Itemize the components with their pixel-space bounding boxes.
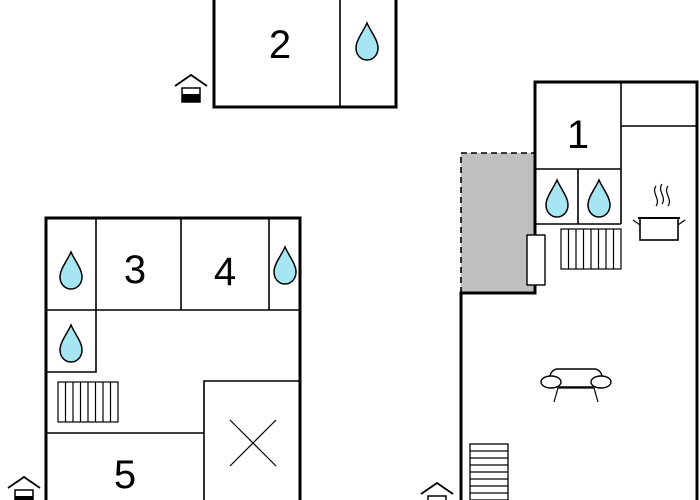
- building-top: 2: [174, 0, 398, 109]
- water-drop-icon: [59, 324, 83, 363]
- sofa-icon: [540, 368, 612, 403]
- room-5-label: 5: [114, 453, 136, 497]
- entrance-icon: [174, 74, 208, 103]
- room-4: 4: [214, 250, 236, 294]
- cooking-pot-icon: [632, 183, 686, 241]
- room-1: 1: [567, 113, 589, 157]
- water-drop-icon: [59, 251, 83, 290]
- stairs-icon: [469, 443, 509, 500]
- room-4-label: 4: [214, 250, 236, 294]
- room-1-label: 1: [567, 113, 589, 157]
- radiator-icon: [560, 228, 622, 270]
- entrance-icon: [7, 476, 41, 500]
- entrance-icon: [420, 482, 454, 500]
- water-drop-icon: [545, 179, 569, 218]
- building-left: 3 4 5: [7, 216, 302, 500]
- water-drop-icon: [587, 179, 611, 218]
- room-2-label: 2: [269, 23, 291, 67]
- room-2: 2: [269, 23, 291, 67]
- radiator-icon: [526, 234, 546, 286]
- room-3-label: 3: [124, 248, 146, 292]
- room-3: 3: [124, 248, 146, 292]
- water-drop-icon: [355, 22, 379, 61]
- building-right: 1: [420, 80, 699, 500]
- water-drop-icon: [273, 246, 297, 285]
- terrace: [461, 153, 535, 293]
- radiator-icon: [57, 381, 119, 423]
- room-5: 5: [114, 453, 136, 497]
